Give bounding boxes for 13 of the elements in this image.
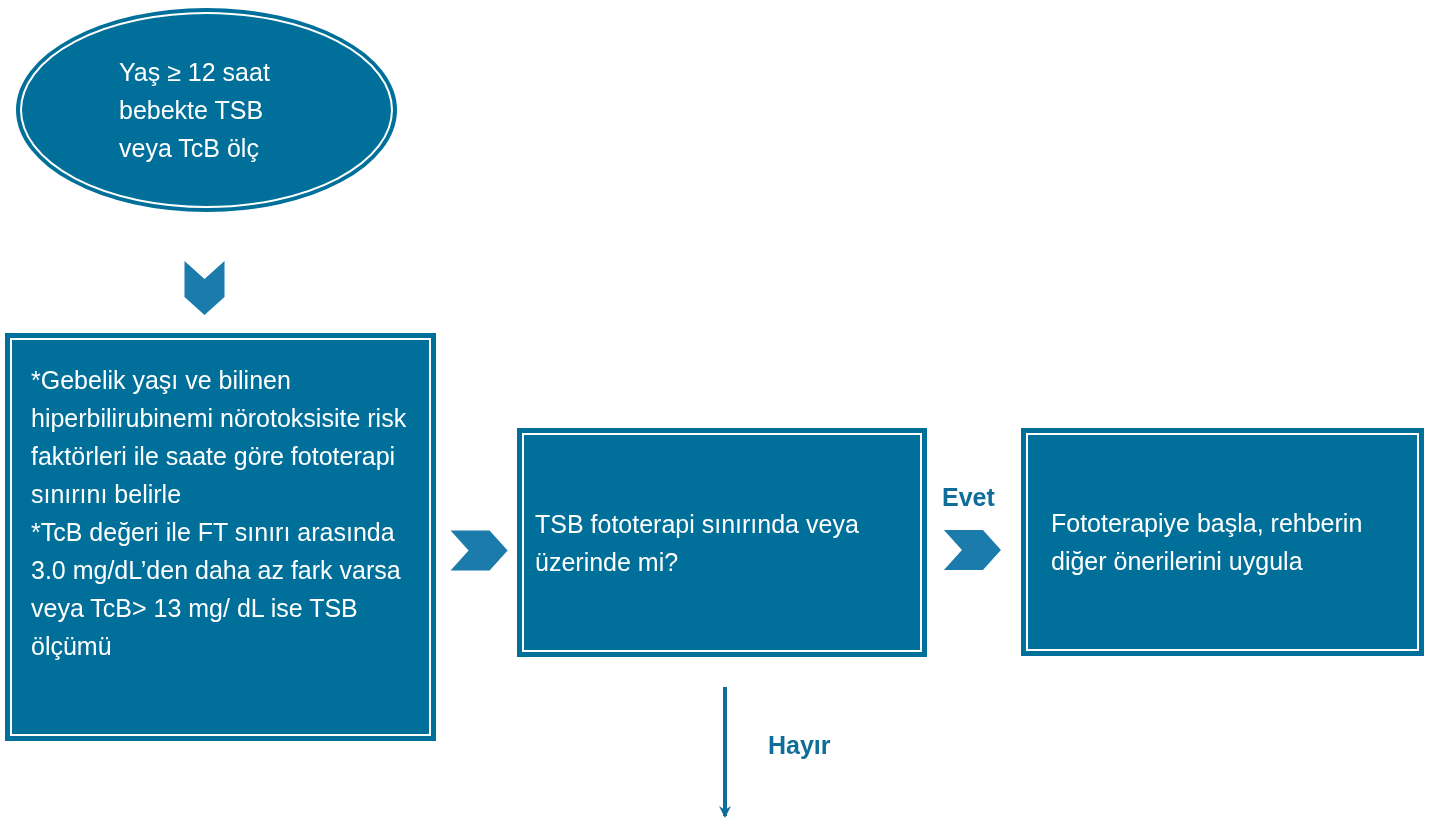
node-text: *Gebelik yaşı ve bilinen hiperbilirubinemi nörotoksisite risk faktörleri ile saate göre fototerapi sınırını belirle — [31, 365, 408, 510]
node-text: Fototerapiye başla, rehberin diğer önerilerini uygula — [1051, 508, 1364, 577]
chevron-arrow — [943, 530, 1001, 570]
process-box — [1021, 428, 1424, 656]
node-text: *TcB değeri ile FT sınırı arasında 3.0 mg/dL’den daha az fark varsa veya TcB> 13 mg/ dL ise TSB ölçümü — [31, 517, 402, 662]
chevron-arrow — [450, 530, 508, 571]
process-box — [5, 333, 436, 741]
process-box — [517, 428, 927, 657]
node-text: TSB fototerapi sınırında veya üzerinde mi? — [535, 508, 860, 578]
chevron-arrow — [184, 261, 225, 315]
start-ellipse — [15, 7, 398, 213]
arrow — [719, 687, 731, 818]
node-text: Yaş ≥ 12 saat bebekte TSB veya TcB ölç — [119, 57, 271, 164]
